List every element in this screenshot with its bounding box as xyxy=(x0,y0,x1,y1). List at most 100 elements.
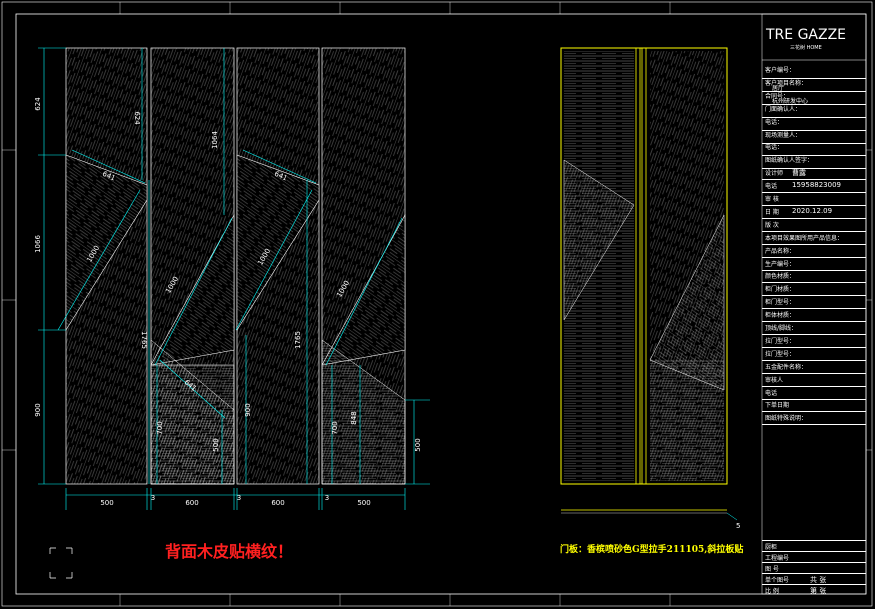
dim-width-1: 500 xyxy=(100,499,113,507)
title-block-label: 现场测量人： xyxy=(765,131,802,139)
title-block-row: 柜体材质： xyxy=(762,309,866,323)
title-block-row: 五金配件名称： xyxy=(762,361,866,374)
dim-p2-1765: 1765 xyxy=(140,331,148,349)
dim-left-3: 900 xyxy=(34,403,42,416)
back-veneer-note: 背面木皮贴横纹！ xyxy=(165,542,294,561)
title-block-bottom-label: 图 号 xyxy=(765,566,779,573)
title-block-bottom-label: 比 例 xyxy=(765,588,779,595)
title-block-label: 图纸确认人签字： xyxy=(765,157,814,165)
title-block-row: 生产编号： xyxy=(762,258,866,271)
title-block-label: 审 核 xyxy=(765,196,779,203)
dim-p4-500: 500 xyxy=(414,438,422,451)
dim-left-2: 1066 xyxy=(34,235,42,253)
title-block-row: 下单日期 xyxy=(762,399,866,413)
title-block-bottom-row: 图 号 xyxy=(762,562,866,575)
title-block-row: 日 期 2020.12.09 xyxy=(762,206,866,219)
title-block-value: 居厅 xyxy=(772,84,785,92)
title-block-row: 顶线/脚线： xyxy=(762,322,866,335)
title-block-bottom-row: 厨柜 xyxy=(762,540,866,553)
title-block-bottom-row: 比 例第 张 xyxy=(762,584,866,597)
dim-gap-3: 3 xyxy=(325,494,329,502)
title-block-row: 拉门型号： xyxy=(762,348,866,361)
title-block-bottom-row: 单个图号 共 张 xyxy=(762,573,866,586)
title-block-label: 柜体材质： xyxy=(765,312,796,320)
title-block-label: 柜门材质： xyxy=(765,286,796,294)
title-block-row: 现场测量人： xyxy=(762,129,866,144)
title-block-row: 审 核 xyxy=(762,193,866,206)
panel-3 xyxy=(236,47,320,485)
title-block-row: 本项目效果图所用产品信息： xyxy=(762,232,866,245)
title-block-row: 合同号：杭州研发中心 xyxy=(762,90,866,105)
title-block-bottom-label: 工程编号 xyxy=(765,555,790,562)
title-block-value: 曹露 xyxy=(792,169,806,178)
title-block-row: 版 次 xyxy=(762,219,866,232)
title-block-label: 审核人 xyxy=(765,376,784,384)
title-block-bottom-row: 工程编号 xyxy=(762,551,866,564)
title-block-row: 电话 xyxy=(762,387,866,400)
brand-logo-sub: 三花树 HOME xyxy=(790,45,822,51)
title-block-label: 客户编号： xyxy=(765,67,796,74)
dim-p3-top: 1064 xyxy=(211,131,219,149)
dim-right-5: 5 xyxy=(736,522,740,530)
panel-2 xyxy=(150,47,235,485)
title-block-label: 本项目效果图所用产品信息： xyxy=(765,234,844,242)
title-block-row: 电话： xyxy=(762,141,866,157)
title-block-label: 柜门型号： xyxy=(765,299,796,307)
title-block-row: 客户项目名称：居厅 xyxy=(762,77,866,92)
dim-width-4: 500 xyxy=(357,499,370,507)
door-spec-note: 门板：香槟喷砂色G型拉手211105,斜拉板贴 xyxy=(560,545,744,555)
dim-p2-700: 700 xyxy=(156,421,164,434)
panel-4 xyxy=(321,47,406,485)
title-block-label: 拉门型号： xyxy=(765,350,796,358)
title-block-row: 图纸特殊说明： xyxy=(762,412,866,426)
title-block-row: 设计师曹露 xyxy=(762,167,866,181)
title-block-label: 图纸特殊说明： xyxy=(765,415,808,423)
title-block-row: 审核人 xyxy=(762,374,866,387)
brand-logo: TRE GAZZE xyxy=(766,27,847,43)
dim-gap-2: 3 xyxy=(237,494,241,502)
title-block-label: 电话 xyxy=(765,183,778,191)
title-block-row: 拉门型号： xyxy=(762,335,866,348)
title-block-bottom-label: 厨柜 xyxy=(765,544,778,551)
title-block-row: 图纸确认人签字： xyxy=(762,154,866,170)
title-block-value: 杭州研发中心 xyxy=(772,97,809,105)
title-block-label: 拉门型号： xyxy=(765,337,796,345)
dim-p4-700: 700 xyxy=(331,421,339,434)
title-block-label: 电话： xyxy=(765,144,784,152)
dim-gap-1: 3 xyxy=(151,494,155,502)
title-block-label: 产品名称： xyxy=(765,247,796,255)
title-block-label: 生产编号： xyxy=(765,260,796,268)
title-block-row: 颜色材质： xyxy=(762,270,866,284)
title-block-label: 日 期 xyxy=(765,208,779,216)
title-block: 客户编号：客户项目名称：居厅合同号：杭州研发中心门面确认人：电话：现场测量人：电… xyxy=(762,14,866,597)
title-block-row: 门面确认人： xyxy=(762,103,866,118)
title-block-bottom-value: 第 张 xyxy=(810,587,827,595)
title-block-row: 柜门型号： xyxy=(762,296,866,310)
title-block-row: 电话： xyxy=(762,116,866,131)
dim-width-3: 600 xyxy=(271,499,284,507)
title-block-label: 电话 xyxy=(765,389,778,397)
dimension-lines xyxy=(38,47,430,510)
title-block-label: 电话： xyxy=(765,118,784,126)
title-block-row: 产品名称： xyxy=(762,245,866,258)
dim-p3-900: 900 xyxy=(244,403,252,416)
title-block-row: 客户编号： xyxy=(762,64,866,79)
title-block-label: 版 次 xyxy=(765,221,779,229)
title-block-row: 柜门材质： xyxy=(762,283,866,297)
title-block-bottom-value: 共 张 xyxy=(810,576,827,584)
title-block-label: 顶线/脚线： xyxy=(765,325,798,332)
dim-p2-500: 500 xyxy=(212,438,220,451)
title-block-value: 2020.12.09 xyxy=(792,206,833,215)
title-block-row: 电话 15958823009 xyxy=(762,180,866,194)
title-block-bottom-label: 单个图号 xyxy=(765,577,790,584)
title-block-value: 15958823009 xyxy=(792,181,841,190)
title-block-label: 设计师 xyxy=(765,170,784,178)
section-marker xyxy=(49,547,73,579)
dim-p4-848: 848 xyxy=(350,411,358,424)
title-block-label: 客户项目名称： xyxy=(765,79,808,87)
title-block-label: 合同号： xyxy=(765,92,790,100)
title-block-frame xyxy=(761,13,867,595)
dim-p2-top: 624 xyxy=(133,111,141,125)
dim-left-1: 624 xyxy=(34,97,42,111)
title-block-label: 颜色材质： xyxy=(765,273,796,281)
